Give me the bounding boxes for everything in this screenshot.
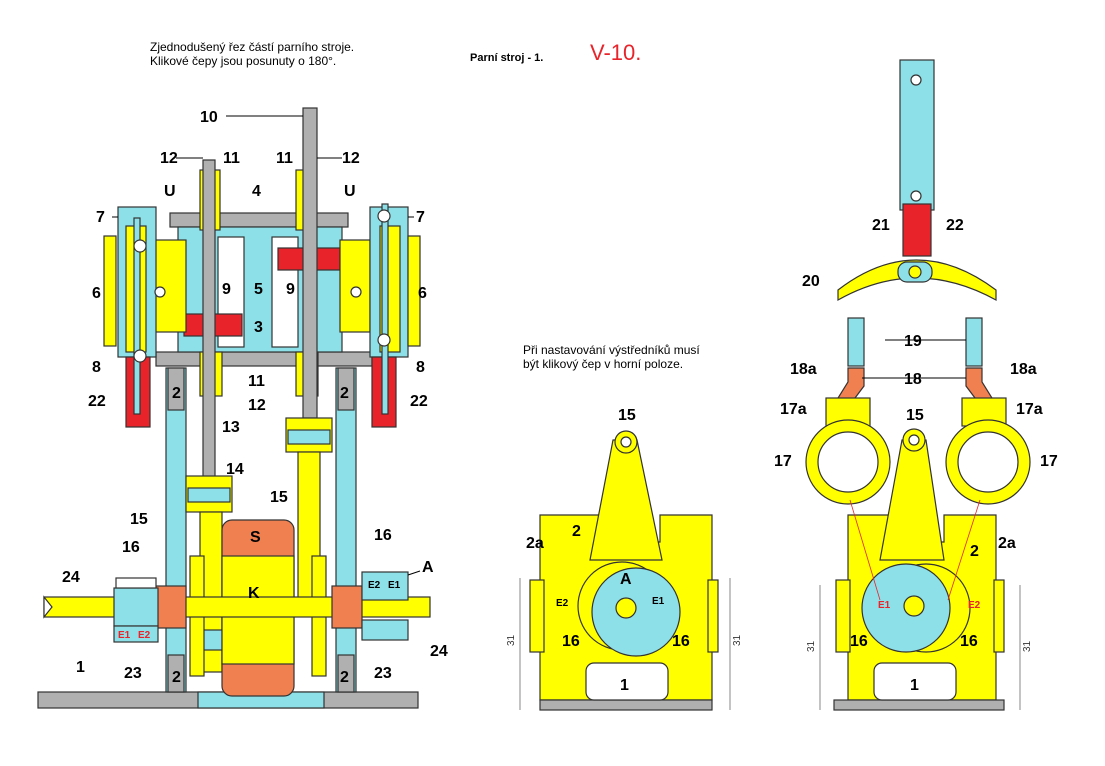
label-13: 13 (222, 419, 240, 436)
label-2-lower-right: 2 (340, 669, 349, 686)
label-17-left: 17 (774, 453, 792, 470)
caption: Zjednodušený řez částí parního stroje. K… (150, 40, 354, 68)
label-12-lower: 12 (248, 397, 266, 414)
caption-line1: Zjednodušený řez částí parního stroje. (150, 40, 355, 54)
label-1-left: 1 (76, 659, 85, 676)
label-4: 4 (252, 183, 261, 200)
assembly-note: Při nastavování výstředníků musí být kli… (523, 343, 700, 371)
label-K: K (248, 585, 260, 602)
label-14: 14 (226, 461, 244, 478)
label-18: 18 (904, 371, 922, 388)
label-22-top: 22 (946, 217, 964, 234)
label-A-mid: A (620, 571, 632, 588)
label-E2-left: E2 (138, 630, 151, 641)
label-15-right: 15 (906, 407, 924, 424)
label-17-right: 17 (1040, 453, 1058, 470)
label-2-right: 2 (970, 543, 979, 560)
sheet-number: V-10. (590, 40, 642, 65)
label-18a-right: 18a (1010, 361, 1037, 378)
label-9-left: 9 (222, 281, 231, 298)
note-line1: Při nastavování výstředníků musí (523, 343, 700, 357)
label-2-lower-left: 2 (172, 669, 181, 686)
label-5: 5 (254, 281, 263, 298)
label-E1-mid: E1 (652, 596, 665, 607)
label-11-left: 11 (223, 150, 240, 167)
label-15-rod: 15 (270, 489, 288, 506)
label-U-right: U (344, 183, 356, 200)
label-6-right: 6 (418, 285, 427, 302)
label-10: 10 (200, 109, 218, 126)
label-15-left: 15 (130, 511, 148, 528)
label-3: 3 (254, 319, 263, 336)
label-2-upper-left: 2 (172, 385, 181, 402)
label-E2-right: E2 (368, 580, 381, 591)
label-24-left: 24 (62, 569, 80, 586)
label-16-right: 16 (374, 527, 392, 544)
page-title: Parní stroj - 1. (470, 52, 544, 64)
label-16-mid-left: 16 (562, 633, 580, 650)
dim-31-mid-left: 31 (506, 634, 517, 646)
label-S: S (250, 529, 261, 546)
label-2a-right: 2a (998, 535, 1016, 552)
label-2-upper-right: 2 (340, 385, 349, 402)
label-22-right: 22 (410, 393, 428, 410)
label-24-right: 24 (430, 643, 448, 660)
label-16-rt-left: 16 (850, 633, 868, 650)
label-A-left: A (422, 559, 434, 576)
label-E1-left: E1 (118, 630, 131, 641)
note-line2: být klikový čep v horní poloze. (523, 357, 684, 371)
label-20: 20 (802, 273, 820, 290)
label-1-right: 1 (910, 677, 919, 694)
label-7-right: 7 (416, 209, 425, 226)
label-2a-mid: 2a (526, 535, 544, 552)
label-22-left: 22 (88, 393, 106, 410)
label-21: 21 (872, 217, 890, 234)
label-12-right: 12 (342, 150, 360, 167)
label-U-left: U (164, 183, 176, 200)
label-E1-right: E1 (388, 580, 401, 591)
label-2-mid: 2 (572, 523, 581, 540)
label-19: 19 (904, 333, 922, 350)
label-11-lower: 11 (248, 373, 265, 390)
label-17a-left: 17a (780, 401, 807, 418)
label-23-left: 23 (124, 665, 142, 682)
label-15-mid: 15 (618, 407, 636, 424)
label-E1-rt: E1 (878, 600, 891, 611)
label-8-right: 8 (416, 359, 425, 376)
label-E2-mid: E2 (556, 598, 569, 609)
label-16-left: 16 (122, 539, 140, 556)
label-6-left: 6 (92, 285, 101, 302)
label-16-rt-right: 16 (960, 633, 978, 650)
label-7-left: 7 (96, 209, 105, 226)
label-E2-rt: E2 (968, 600, 981, 611)
label-1-mid: 1 (620, 677, 629, 694)
label-17a-right: 17a (1016, 401, 1043, 418)
dim-31-rt-left: 31 (806, 640, 817, 652)
label-23-right: 23 (374, 665, 392, 682)
label-16-mid-right: 16 (672, 633, 690, 650)
label-12-left: 12 (160, 150, 178, 167)
dim-31-rt-right: 31 (1022, 640, 1033, 652)
label-18a-left: 18a (790, 361, 817, 378)
label-11-right: 11 (276, 150, 293, 167)
caption-line2: Klikové čepy jsou posunuty o 180°. (150, 54, 337, 68)
label-8-left: 8 (92, 359, 101, 376)
label-9-right: 9 (286, 281, 295, 298)
dim-31-mid-right: 31 (732, 634, 743, 646)
